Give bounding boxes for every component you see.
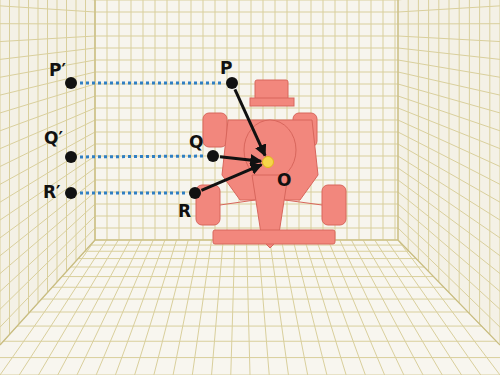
point-marker: Q (207, 150, 219, 162)
vector-arrow (235, 89, 265, 155)
point-marker: R′ (65, 187, 77, 199)
point-label: P (220, 60, 232, 77)
point-label: P′ (49, 62, 66, 79)
point-marker: Q′ (65, 151, 77, 163)
projection-line (80, 192, 186, 195)
vector-arrow (220, 157, 261, 161)
point-marker: P′ (65, 77, 77, 89)
point-marker: R (189, 187, 201, 199)
vector-arrow (201, 165, 261, 191)
point-label: R (178, 203, 191, 220)
point-label: O (277, 172, 291, 189)
point-marker: O (262, 156, 274, 168)
projection-line (80, 155, 204, 159)
projection-line (80, 82, 223, 85)
point-marker: P (226, 77, 238, 89)
point-label: R′ (43, 184, 61, 201)
point-label: Q′ (44, 130, 63, 147)
race-car (196, 80, 346, 248)
point-label: Q (189, 134, 203, 151)
